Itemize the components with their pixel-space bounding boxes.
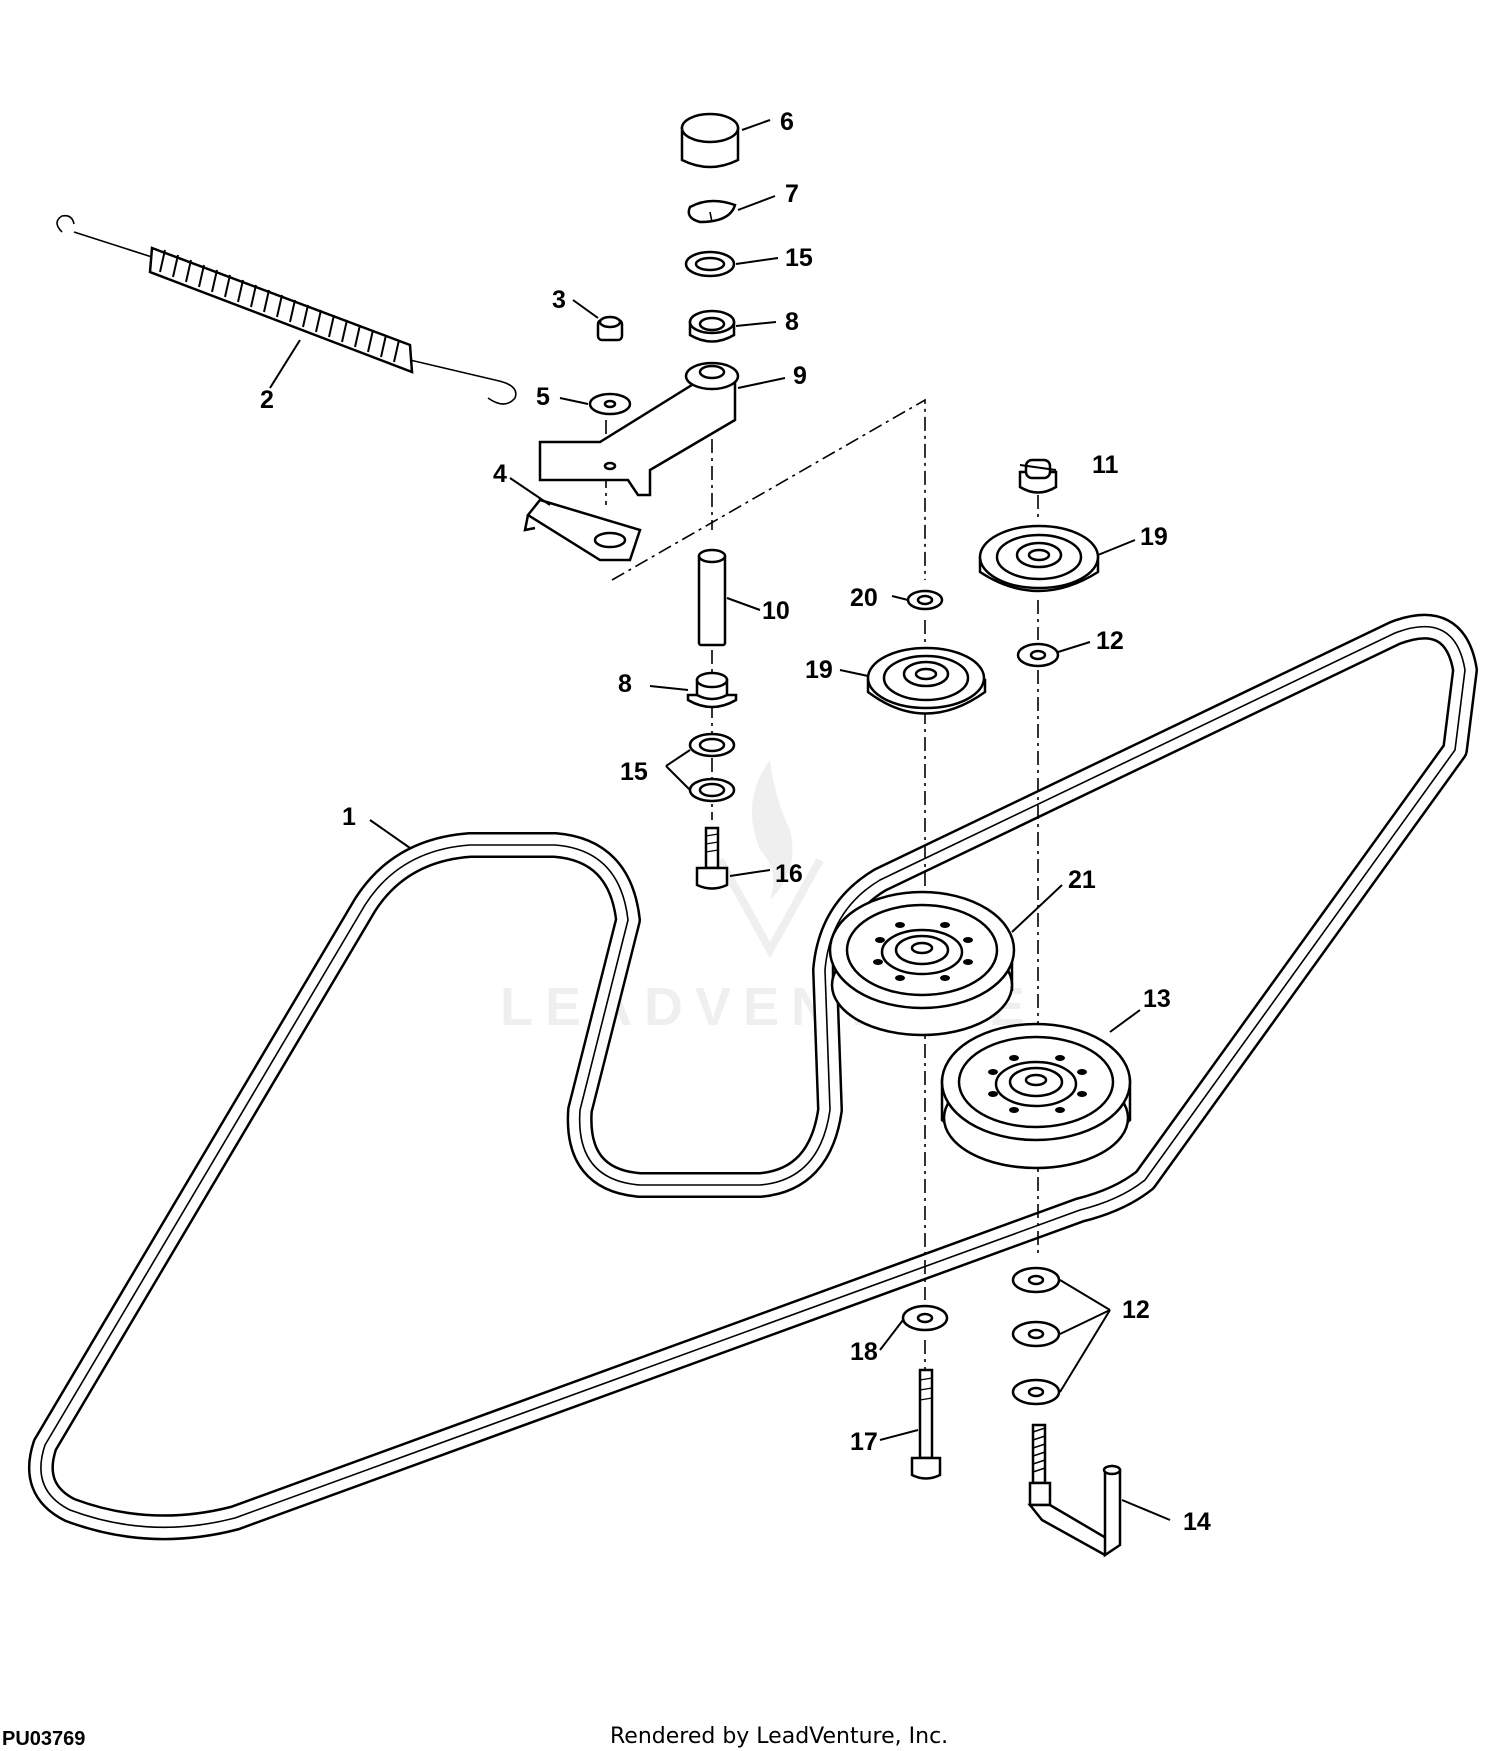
cap-screw-short <box>695 826 729 890</box>
callout-20: 20 <box>850 584 878 612</box>
bushing-top <box>688 309 736 343</box>
callout-12-lower: 12 <box>1122 1296 1150 1324</box>
callout-15-top: 15 <box>785 244 813 272</box>
callout-8-top: 8 <box>785 308 799 336</box>
callout-9: 9 <box>793 362 807 390</box>
callout-2: 2 <box>260 386 274 414</box>
lock-nut <box>596 315 624 342</box>
assembly-center-lines <box>605 318 1039 1390</box>
dust-cap <box>680 112 740 169</box>
flat-washer-upper <box>1016 642 1060 668</box>
callout-18: 18 <box>850 1338 878 1366</box>
callout-6: 6 <box>780 108 794 136</box>
extension-spring <box>56 214 517 405</box>
flat-idler-pulley-left <box>866 646 987 715</box>
thrust-washer-bottom-b <box>688 777 736 803</box>
callout-1: 1 <box>342 803 356 831</box>
callout-11: 11 <box>1092 451 1119 479</box>
callout-17: 17 <box>850 1428 878 1456</box>
figure-id: PU03769 <box>2 1728 86 1750</box>
mounting-bracket <box>523 498 642 562</box>
callout-7: 7 <box>785 180 799 208</box>
flange-nut <box>1018 458 1058 494</box>
callout-5: 5 <box>536 383 550 411</box>
callout-21: 21 <box>1068 866 1096 894</box>
cap-screw-long <box>910 1368 942 1480</box>
callout-19-right: 19 <box>1140 523 1168 551</box>
retaining-clip <box>687 199 737 224</box>
idler-arm <box>538 361 740 497</box>
washer <box>588 392 632 416</box>
thrust-washer-top <box>684 250 736 278</box>
callout-3: 3 <box>552 286 566 314</box>
hardened-washer <box>901 1304 949 1332</box>
callout-labels: 6 7 15 8 9 3 5 2 4 10 8 15 16 1 11 19 12… <box>260 108 1211 1536</box>
callout-15-bottom: 15 <box>620 758 648 786</box>
flat-idler-pulley-right <box>978 524 1100 593</box>
v-idler-pulley <box>828 890 1016 1037</box>
drive-belt <box>27 613 1478 1541</box>
v-idler-pulley-lower <box>940 1022 1132 1170</box>
l-shaped-pin <box>1027 1423 1122 1558</box>
callout-14: 14 <box>1183 1508 1211 1536</box>
flat-washer-stack-c <box>1011 1378 1061 1406</box>
flat-washer-stack-b <box>1011 1320 1061 1348</box>
spacer-washer <box>906 589 944 611</box>
callout-10: 10 <box>762 597 790 625</box>
callout-19-left: 19 <box>805 656 833 684</box>
callout-4: 4 <box>493 460 507 488</box>
leader-lines <box>269 119 1171 1521</box>
render-credit: Rendered by LeadVenture, Inc. <box>610 1724 949 1749</box>
callout-13: 13 <box>1143 985 1171 1013</box>
callout-8-bottom: 8 <box>618 670 632 698</box>
callout-12-upper: 12 <box>1096 627 1124 655</box>
pivot-tube <box>697 548 727 647</box>
flat-washer-stack-a <box>1011 1266 1061 1294</box>
bushing-bottom <box>686 671 738 709</box>
callout-16: 16 <box>775 860 803 888</box>
thrust-washer-bottom-a <box>688 732 736 758</box>
